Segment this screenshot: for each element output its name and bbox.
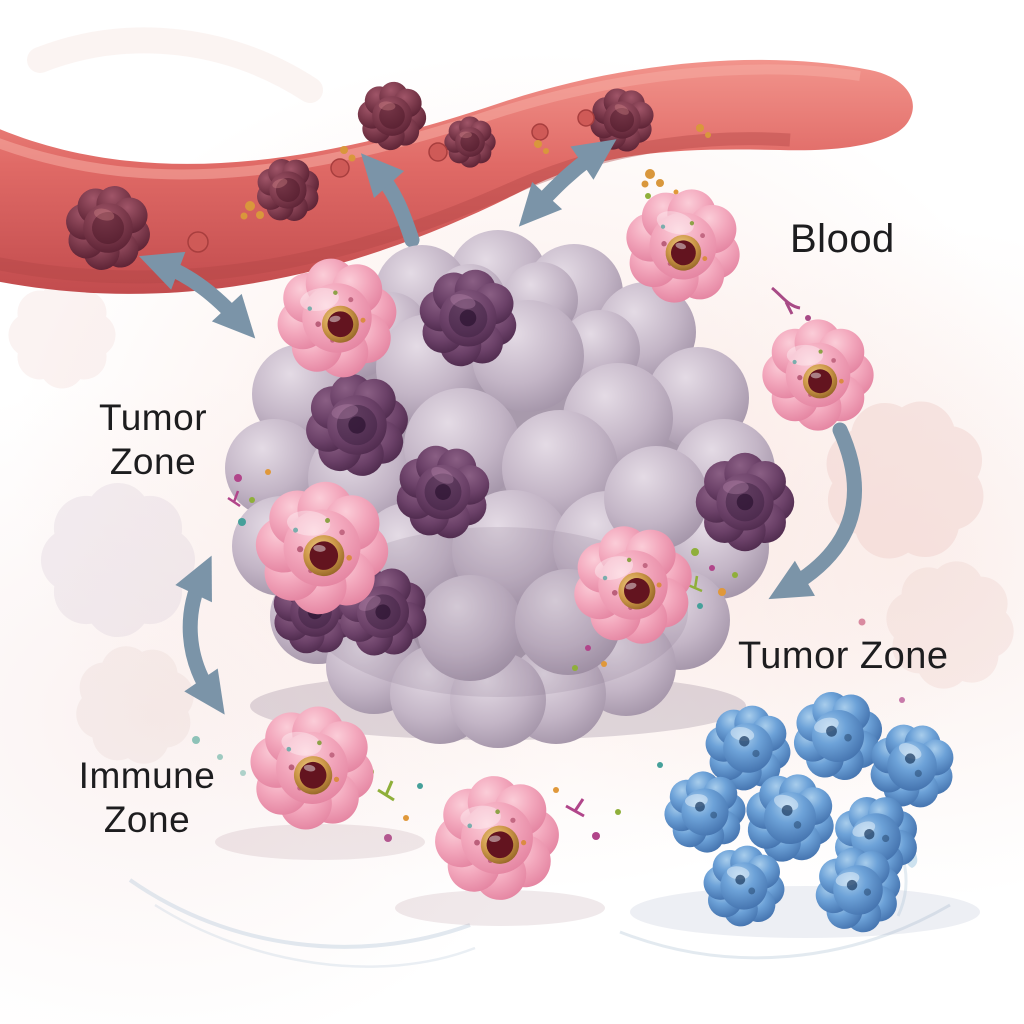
blood-vessel-band [0,59,913,294]
cell-shadow [630,886,980,938]
arrow-tumor-immune-zone [175,555,225,715]
particle-cluster [553,787,621,840]
particle-cluster [771,286,811,321]
blood-label: Blood [790,217,895,261]
pink-immune-cells [215,175,874,926]
red-blood-cells [187,109,595,253]
tumor-zone-label-right: Tumor Zone [738,635,949,677]
vessel-highlight [0,64,861,180]
tumor-zone-label-left: Tumor Zone [98,397,208,482]
tissue-wisp [27,27,323,103]
vessel-particles [240,124,711,220]
cell-shadow [215,824,425,860]
arrow-vessel-tumor-top [518,139,617,227]
immune-cell-pink [762,319,873,430]
arrow-vessel-tumor-left [138,251,256,339]
blue-immune-cells [630,681,980,941]
circulating-tumor-cell [444,116,495,167]
particle-cluster [687,548,738,609]
tumor-cell [696,453,794,551]
blood-vessel [0,59,913,294]
cell-shadow [395,890,605,926]
tissue-wisp [128,878,471,949]
immune-zone-label: Immune Zone [78,755,216,840]
arrow-tumor-to-vessel [360,153,420,248]
flow-arrows [138,139,863,715]
tissue-wisp [154,903,476,968]
tissue-wisp [619,903,951,960]
arrow-blood-to-tumor-zone [768,422,863,600]
particle-cluster [572,645,607,671]
immune-cell-pink [430,771,564,905]
